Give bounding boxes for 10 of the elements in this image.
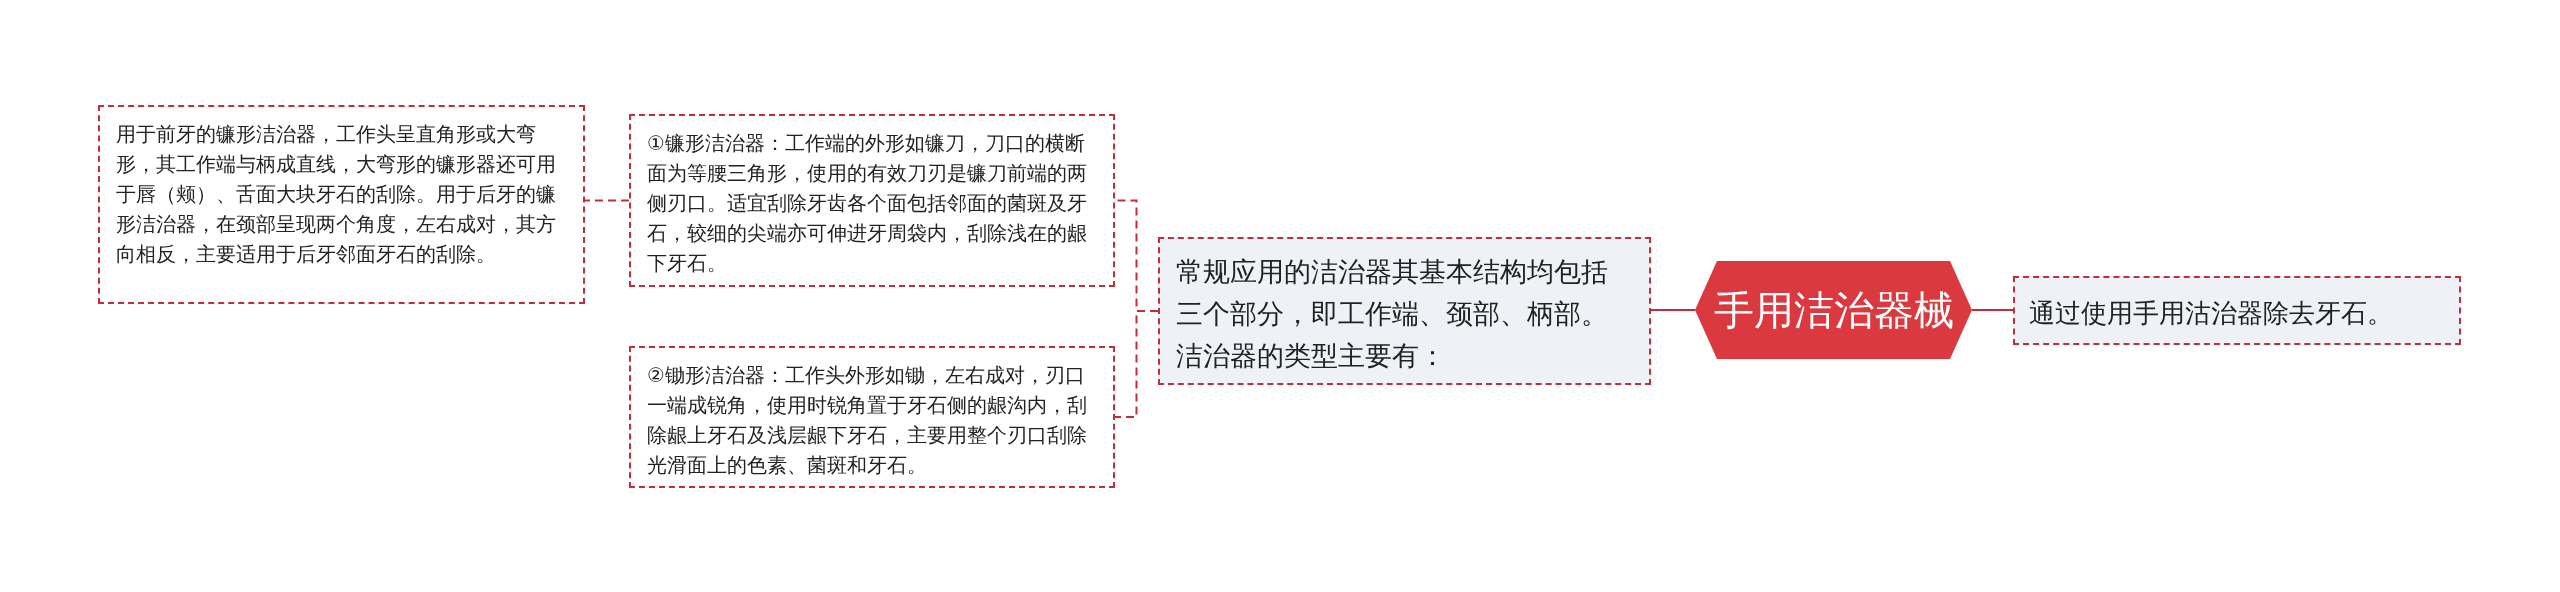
detail-box: 用于前牙的镰形洁治器，工作头呈直角形或大弯形，其工作端与柄成直线，大弯形的镰形器还可用于唇（颊）、舌面大块牙石的刮除。用于后牙的镰形洁治器，在颈部呈现两个角度，左右成对，其方向相反，主要适用于后牙邻面牙石的刮除。: [98, 105, 585, 304]
connector-line: [1650, 309, 1696, 311]
connector-line: [1114, 310, 1159, 418]
topic-hexagon: 手用洁治器械: [1695, 261, 1972, 359]
connector-line: [584, 199, 630, 202]
detail-box: ①镰形洁治器：工作端的外形如镰刀，刀口的横断面为等腰三角形，使用的有效刀刃是镰刀前端的两侧刃口。适宜刮除牙齿各个面包括邻面的菌斑及牙石，较细的尖端亦可伸进牙周袋内，刮除浅在的龈下牙石。: [629, 114, 1115, 287]
topic-box: 常规应用的洁治器其基本结构均包括三个部分，即工作端、颈部、柄部。洁治器的类型主要有：: [1158, 237, 1651, 385]
connector-line: [1971, 309, 2014, 311]
detail-box: ②锄形洁治器：工作头外形如锄，左右成对，刃口一端成锐角，使用时锐角置于牙石侧的龈沟内，刮除龈上牙石及浅层龈下牙石，主要用整个刃口刮除光滑面上的色素、菌斑和牙石。: [629, 346, 1115, 488]
summary-box: 通过使用手用沽治器除去牙石。: [2013, 276, 2461, 345]
